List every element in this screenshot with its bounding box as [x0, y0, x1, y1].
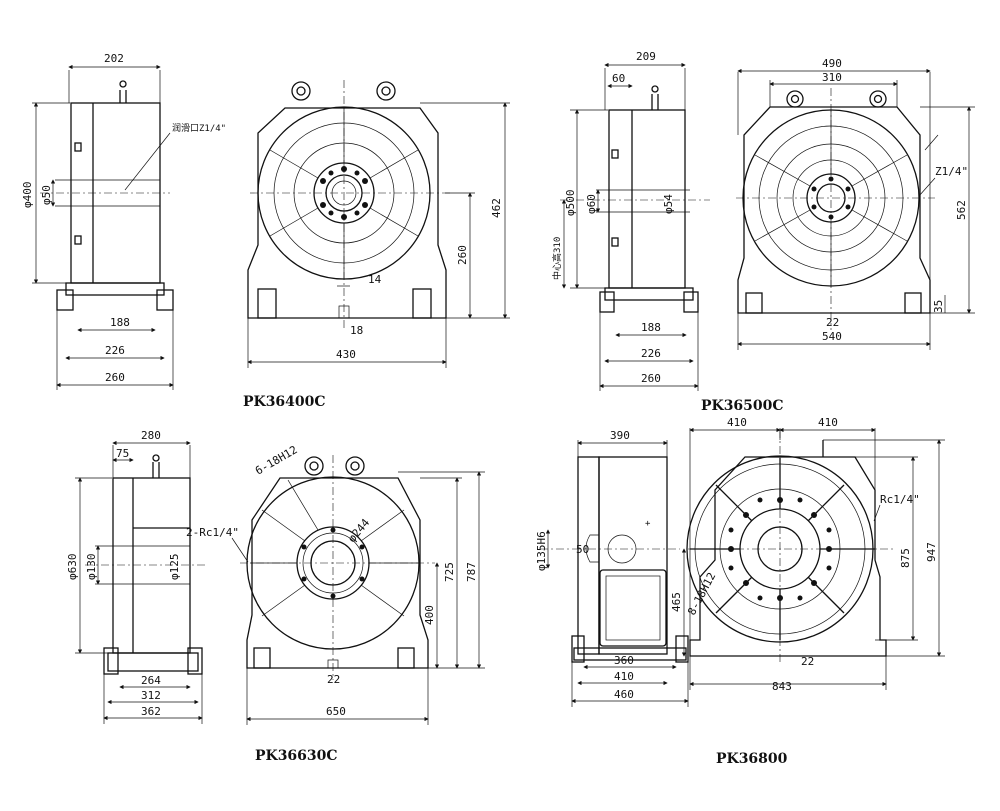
dim-top: 202 — [104, 52, 124, 65]
dim-50: 50 — [576, 543, 589, 556]
rc-note-2: 2-Rc1/4" — [186, 526, 239, 539]
dim-226: 226 — [105, 344, 125, 357]
dim-22-d: 22 — [801, 655, 814, 668]
dim-d244: φ244 — [345, 516, 372, 545]
dim-562: 562 — [955, 200, 968, 220]
dim-188-b: 188 — [641, 321, 661, 334]
dim-400: 400 — [423, 605, 436, 625]
pk36800-side-view: + 390 φ135H6 50 360 410 460 — [535, 429, 689, 707]
dim-280: 280 — [141, 429, 161, 442]
dim-d50: φ50 — [40, 185, 53, 205]
dim-d125: φ125 — [168, 554, 181, 581]
dim-465: 465 — [670, 592, 683, 612]
dim-14: 14 — [368, 273, 382, 286]
dim-490: 490 — [822, 57, 842, 70]
model-label-pk36500c: PK36500C — [701, 398, 784, 414]
pk36400c-front-view: 462 260 14 18 430 — [247, 80, 510, 368]
dim-540: 540 — [822, 330, 842, 343]
dim-d500: φ500 — [564, 190, 577, 217]
dim-390: 390 — [610, 429, 630, 442]
dim-360: 360 — [614, 654, 634, 667]
dim-22-c: 22 — [327, 673, 340, 686]
dim-460: 460 — [614, 688, 634, 701]
dim-d60: φ60 — [585, 194, 598, 214]
dim-center-height: 中心高310 — [551, 237, 563, 280]
dim-260: 260 — [105, 371, 125, 384]
pk36500c-front-view: 490 310 Z1/4" 562 35 22 540 — [736, 57, 975, 350]
dim-787: 787 — [465, 562, 478, 582]
dim-947: 947 — [925, 542, 938, 562]
dim-264: 264 — [141, 674, 161, 687]
dim-410-top-a: 410 — [727, 416, 747, 429]
dim-d135: φ135H6 — [535, 531, 548, 571]
dim-60: 60 — [612, 72, 625, 85]
dim-410-side: 410 — [614, 670, 634, 683]
pk36630c-side-view: 280 75 φ630 φ130 φ125 264 312 362 — [66, 429, 205, 724]
dim-310: 310 — [822, 71, 842, 84]
dim-d130: φ130 — [85, 554, 98, 581]
dim-312: 312 — [141, 689, 161, 702]
svg-text:+: + — [645, 519, 651, 529]
dim-d54: φ54 — [662, 194, 675, 214]
dim-843: 843 — [772, 680, 792, 693]
model-label-pk36800: PK36800 — [716, 751, 788, 767]
dim-260-height: 260 — [456, 245, 469, 265]
dim-75: 75 — [116, 447, 129, 460]
dim-725: 725 — [443, 562, 456, 582]
pk36630c-front-view: 6-18H12 φ244 2-Rc1/4" 787 725 400 22 650 — [186, 443, 485, 725]
pk36400c-side-view: 202 φ400 φ50 润滑口Z1/4" 188 226 260 — [21, 52, 226, 390]
dim-d630: φ630 — [66, 554, 79, 581]
z14-note: Z1/4" — [935, 165, 968, 178]
lube-port-note: 润滑口Z1/4" — [172, 122, 226, 134]
dim-430: 430 — [336, 348, 356, 361]
dim-209: 209 — [636, 50, 656, 63]
dim-18: 18 — [350, 324, 363, 337]
dim-410-top-b: 410 — [818, 416, 838, 429]
dim-d400: φ400 — [21, 182, 34, 209]
dim-462: 462 — [490, 198, 503, 218]
rc-note-800: Rc1/4" — [880, 493, 920, 506]
model-label-pk36400c: PK36400C — [243, 394, 326, 410]
dim-22-b: 22 — [826, 316, 839, 329]
model-label-pk36630c: PK36630C — [255, 748, 338, 764]
pk36800-front-view: 410 410 Rc1/4" 875 947 465 8-18H12 22 84… — [670, 416, 945, 693]
dim-260-b: 260 — [641, 372, 661, 385]
dim-362: 362 — [141, 705, 161, 718]
dim-188: 188 — [110, 316, 130, 329]
holes-note-6: 6-18H12 — [253, 443, 300, 477]
dim-35: 35 — [932, 300, 945, 313]
pk36500c-side-view: 209 60 φ500 φ60 φ54 中心高310 188 226 260 — [551, 50, 710, 391]
dim-226-b: 226 — [641, 347, 661, 360]
dim-875: 875 — [899, 548, 912, 568]
dim-650: 650 — [326, 705, 346, 718]
